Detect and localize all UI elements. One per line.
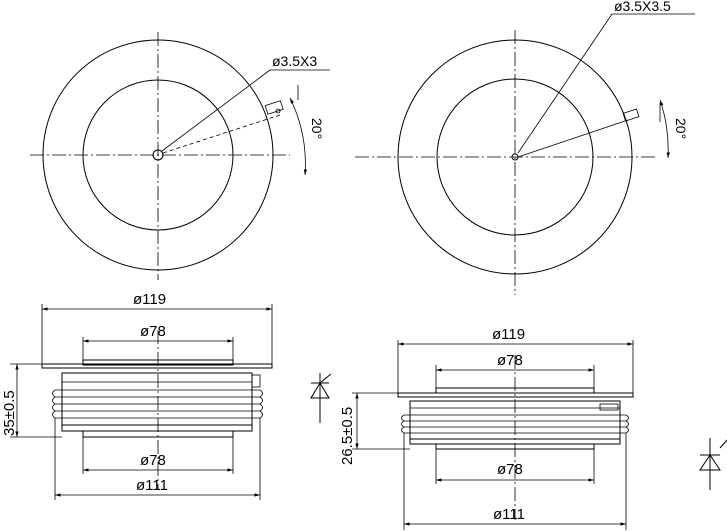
right-angle-label: 20° [673, 118, 689, 139]
left-angle-arc [289, 97, 308, 176]
right-hole-label: ø3.5X3.5 [614, 0, 671, 14]
left-dim-height-label: 35±0.5 [1, 390, 18, 436]
right-dim-height-label: 26.5±0.5 [339, 407, 356, 465]
left-dim-119-label: ø119 [133, 291, 166, 308]
left-side-view: ø119 ø78 ø78 ø111 35±0.5 [1, 291, 273, 500]
left-body [61, 372, 253, 426]
right-side-terminal [599, 403, 619, 411]
left-dim-78-top-label: ø78 [140, 323, 166, 340]
right-top-view: ø3.5X3.5 20° [355, 0, 695, 295]
right-dim-111-label: ø111 [493, 506, 525, 523]
right-dim-119-label: ø119 [492, 326, 525, 343]
right-dim-78-bottom-label: ø78 [497, 461, 523, 478]
left-terminal-tab [264, 100, 284, 115]
right-terminal-tab [622, 108, 640, 122]
left-top-view: ø3.5X3 20° [30, 32, 330, 280]
left-flange [41, 363, 273, 369]
thyristor-symbol-right [699, 438, 727, 490]
left-dim-78-bottom-label: ø78 [140, 452, 166, 469]
right-angle-arc [659, 99, 670, 159]
right-angle-line [517, 119, 629, 158]
left-hole-label: ø3.5X3 [272, 53, 317, 69]
left-angle-label: 20° [309, 118, 325, 139]
left-side-terminal [251, 374, 261, 388]
right-hole-leader [517, 13, 613, 154]
left-dim-111-label: ø111 [136, 477, 168, 494]
thyristor-symbol-middle [310, 373, 332, 423]
right-flange [397, 392, 634, 398]
left-hole-leader [161, 69, 271, 152]
right-side-view: ø119 ø78 ø78 ø111 26.5±0.5 [339, 326, 634, 530]
left-angle-line [162, 114, 281, 154]
right-dim-78-top-label: ø78 [497, 352, 523, 369]
